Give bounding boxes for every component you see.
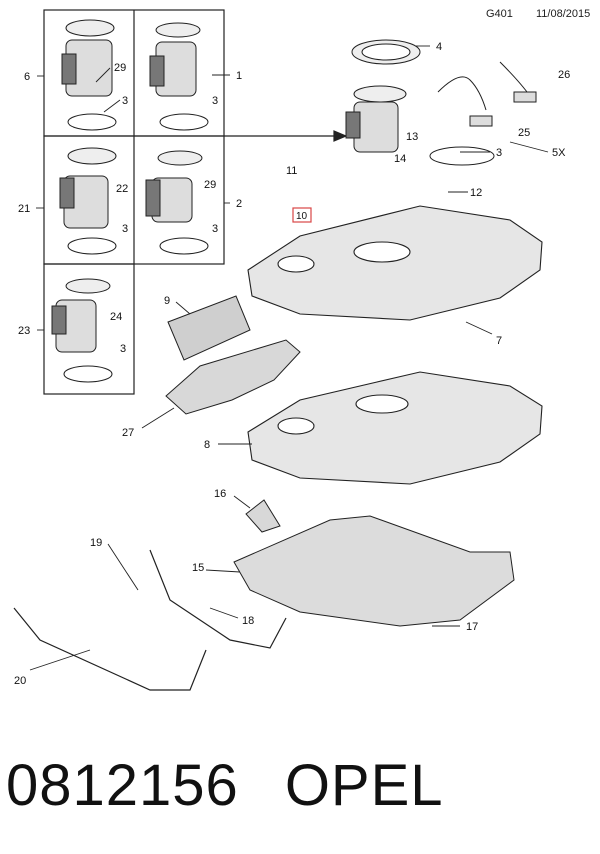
callout-25: 25: [518, 127, 530, 139]
callout-13: 13: [406, 131, 418, 143]
brand-name: OPEL: [284, 753, 444, 818]
callout-3: 3: [496, 147, 502, 159]
callout-24: 24: [110, 311, 122, 323]
lower-tank: [247, 371, 543, 485]
callout-3: 3: [122, 95, 128, 107]
callout-11: 11: [286, 165, 297, 177]
pump-module-28: [61, 19, 117, 131]
callout-14: 14: [394, 153, 406, 165]
footer: 0812156 OPEL: [6, 752, 444, 819]
heat-shield: [165, 339, 301, 415]
callout-16: 16: [214, 488, 226, 500]
control-module: [167, 295, 251, 361]
callout-4: 4: [436, 41, 442, 53]
callout-12: 12: [470, 187, 482, 199]
diagram-code: G401: [486, 8, 513, 20]
pump-module-22: [59, 147, 117, 255]
callout-27: 27: [122, 427, 134, 439]
installed-pump-module: [345, 39, 495, 166]
callout-3: 3: [212, 95, 218, 107]
variant-arrow: [224, 130, 348, 142]
callout-26: 26: [558, 69, 570, 81]
callout-17: 17: [466, 621, 478, 633]
pump-module-29: [145, 150, 209, 255]
callout-3: 3: [122, 223, 128, 235]
callout-5x: 5X: [552, 147, 566, 159]
callout-15: 15: [192, 562, 204, 574]
callout-labels: 29 3 1 3 6 22 29 21 2 3 3 24 23 3 4 26 2…: [14, 41, 570, 687]
tank-straps: [13, 549, 287, 691]
callout-20: 20: [14, 675, 26, 687]
pump-variant-grid: [43, 9, 225, 395]
underbody-shield: [233, 515, 515, 627]
callout-2: 2: [236, 198, 242, 210]
callout-21: 21: [18, 203, 30, 215]
callout-18: 18: [242, 615, 254, 627]
bracket-16: [245, 499, 281, 533]
callout-29: 29: [204, 179, 216, 191]
callout-1: 1: [236, 70, 242, 82]
callout-6: 6: [24, 71, 30, 83]
part-number: 0812156: [6, 753, 239, 818]
callout-3: 3: [120, 343, 126, 355]
pump-module-1: [149, 22, 209, 131]
callout-9: 9: [164, 295, 170, 307]
callout-7: 7: [496, 335, 502, 347]
sender-harness: [437, 61, 537, 127]
callout-3: 3: [212, 223, 218, 235]
pump-module-24: [51, 278, 113, 383]
callout-22: 22: [116, 183, 128, 195]
upper-tank: [247, 205, 543, 321]
diagram-date: 11/08/2015: [536, 8, 591, 20]
leader-lines: [29, 45, 549, 671]
callout-8: 8: [204, 439, 210, 451]
callout-19: 19: [90, 537, 102, 549]
highlight-box-10: [292, 207, 312, 223]
callout-23: 23: [18, 325, 30, 337]
callout-10: 10: [296, 211, 308, 222]
callout-28: 29: [114, 62, 126, 74]
